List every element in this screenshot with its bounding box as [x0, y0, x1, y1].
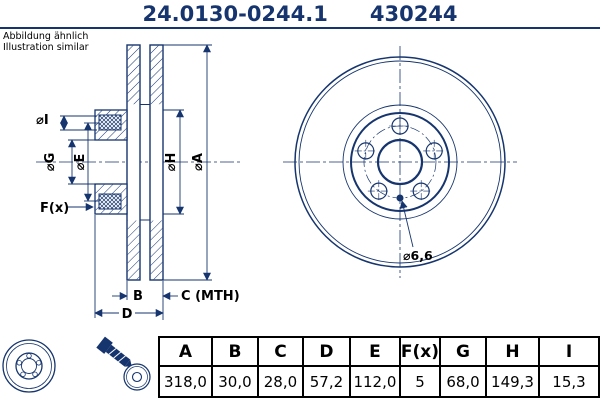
part-number: 24.0130-0244.1 [142, 1, 328, 26]
value-c: 28,0 [256, 365, 304, 398]
col-header-fx: F(x) [398, 336, 442, 367]
dimension-label-dia-g: ⌀G [43, 153, 58, 172]
illustration-note: Abbildung ähnlich Illustration similar [3, 31, 89, 53]
value-i: 15,3 [538, 365, 600, 398]
note-line-de: Abbildung ähnlich [3, 31, 89, 42]
col-header-g: G [439, 336, 488, 367]
friction-ring-inner-circle [342, 104, 458, 220]
hub-section [94, 109, 128, 215]
col-header-c: C [256, 336, 304, 367]
dimension-label-d: D [122, 307, 133, 322]
dimension-label-b: B [133, 289, 143, 304]
col-header-e: E [348, 336, 401, 367]
center-bore-circle [376, 138, 424, 186]
cross-section-view [36, 44, 242, 281]
outer-diameter-circle [294, 56, 506, 268]
col-header-b: B [210, 336, 259, 367]
note-line-en: Illustration similar [3, 42, 89, 53]
dimension-label-dia-i: ⌀I [36, 113, 49, 128]
value-fx: 5 [398, 365, 442, 398]
value-a: 318,0 [158, 365, 213, 398]
dimension-table: A B C D E F(x) G H I 318,0 30,0 28,0 57,… [158, 336, 600, 398]
value-e: 112,0 [348, 365, 401, 398]
dimension-label-c-mth: C (MTH) [181, 289, 240, 304]
dimension-label-fx: F(x) [40, 201, 69, 216]
value-b: 30,0 [210, 365, 259, 398]
col-header-a: A [158, 336, 213, 367]
reference-number: 430244 [369, 1, 458, 26]
dimensions: ⌀I ⌀G ⌀E ⌀H ⌀A F(x) [36, 44, 240, 322]
value-d: 57,2 [301, 365, 351, 398]
dimension-label-dia-e: ⌀E [73, 154, 88, 171]
table-header-row: A B C D E F(x) G H I [158, 336, 600, 367]
front-view: ⌀6,6 [283, 46, 517, 278]
header-bar: 24.0130-0244.1 430244 [0, 0, 600, 29]
lug-holes [354, 115, 446, 203]
value-h: 149,3 [485, 365, 540, 398]
dimension-label-hole: ⌀6,6 [403, 248, 433, 263]
dimension-label-dia-a: ⌀A [191, 153, 206, 171]
col-header-d: D [301, 336, 351, 367]
bolt-icon [96, 336, 132, 367]
col-header-h: H [485, 336, 540, 367]
table-value-row: 318,0 30,0 28,0 57,2 112,0 5 68,0 149,3 … [158, 365, 600, 398]
brake-disc-icon [2, 339, 56, 393]
value-g: 68,0 [439, 365, 488, 398]
col-header-i: I [538, 336, 600, 367]
hub-flange-circle [350, 112, 450, 212]
dimension-label-dia-h: ⌀H [164, 153, 179, 172]
locating-hole [396, 194, 404, 202]
small-disc-icon [123, 363, 151, 391]
